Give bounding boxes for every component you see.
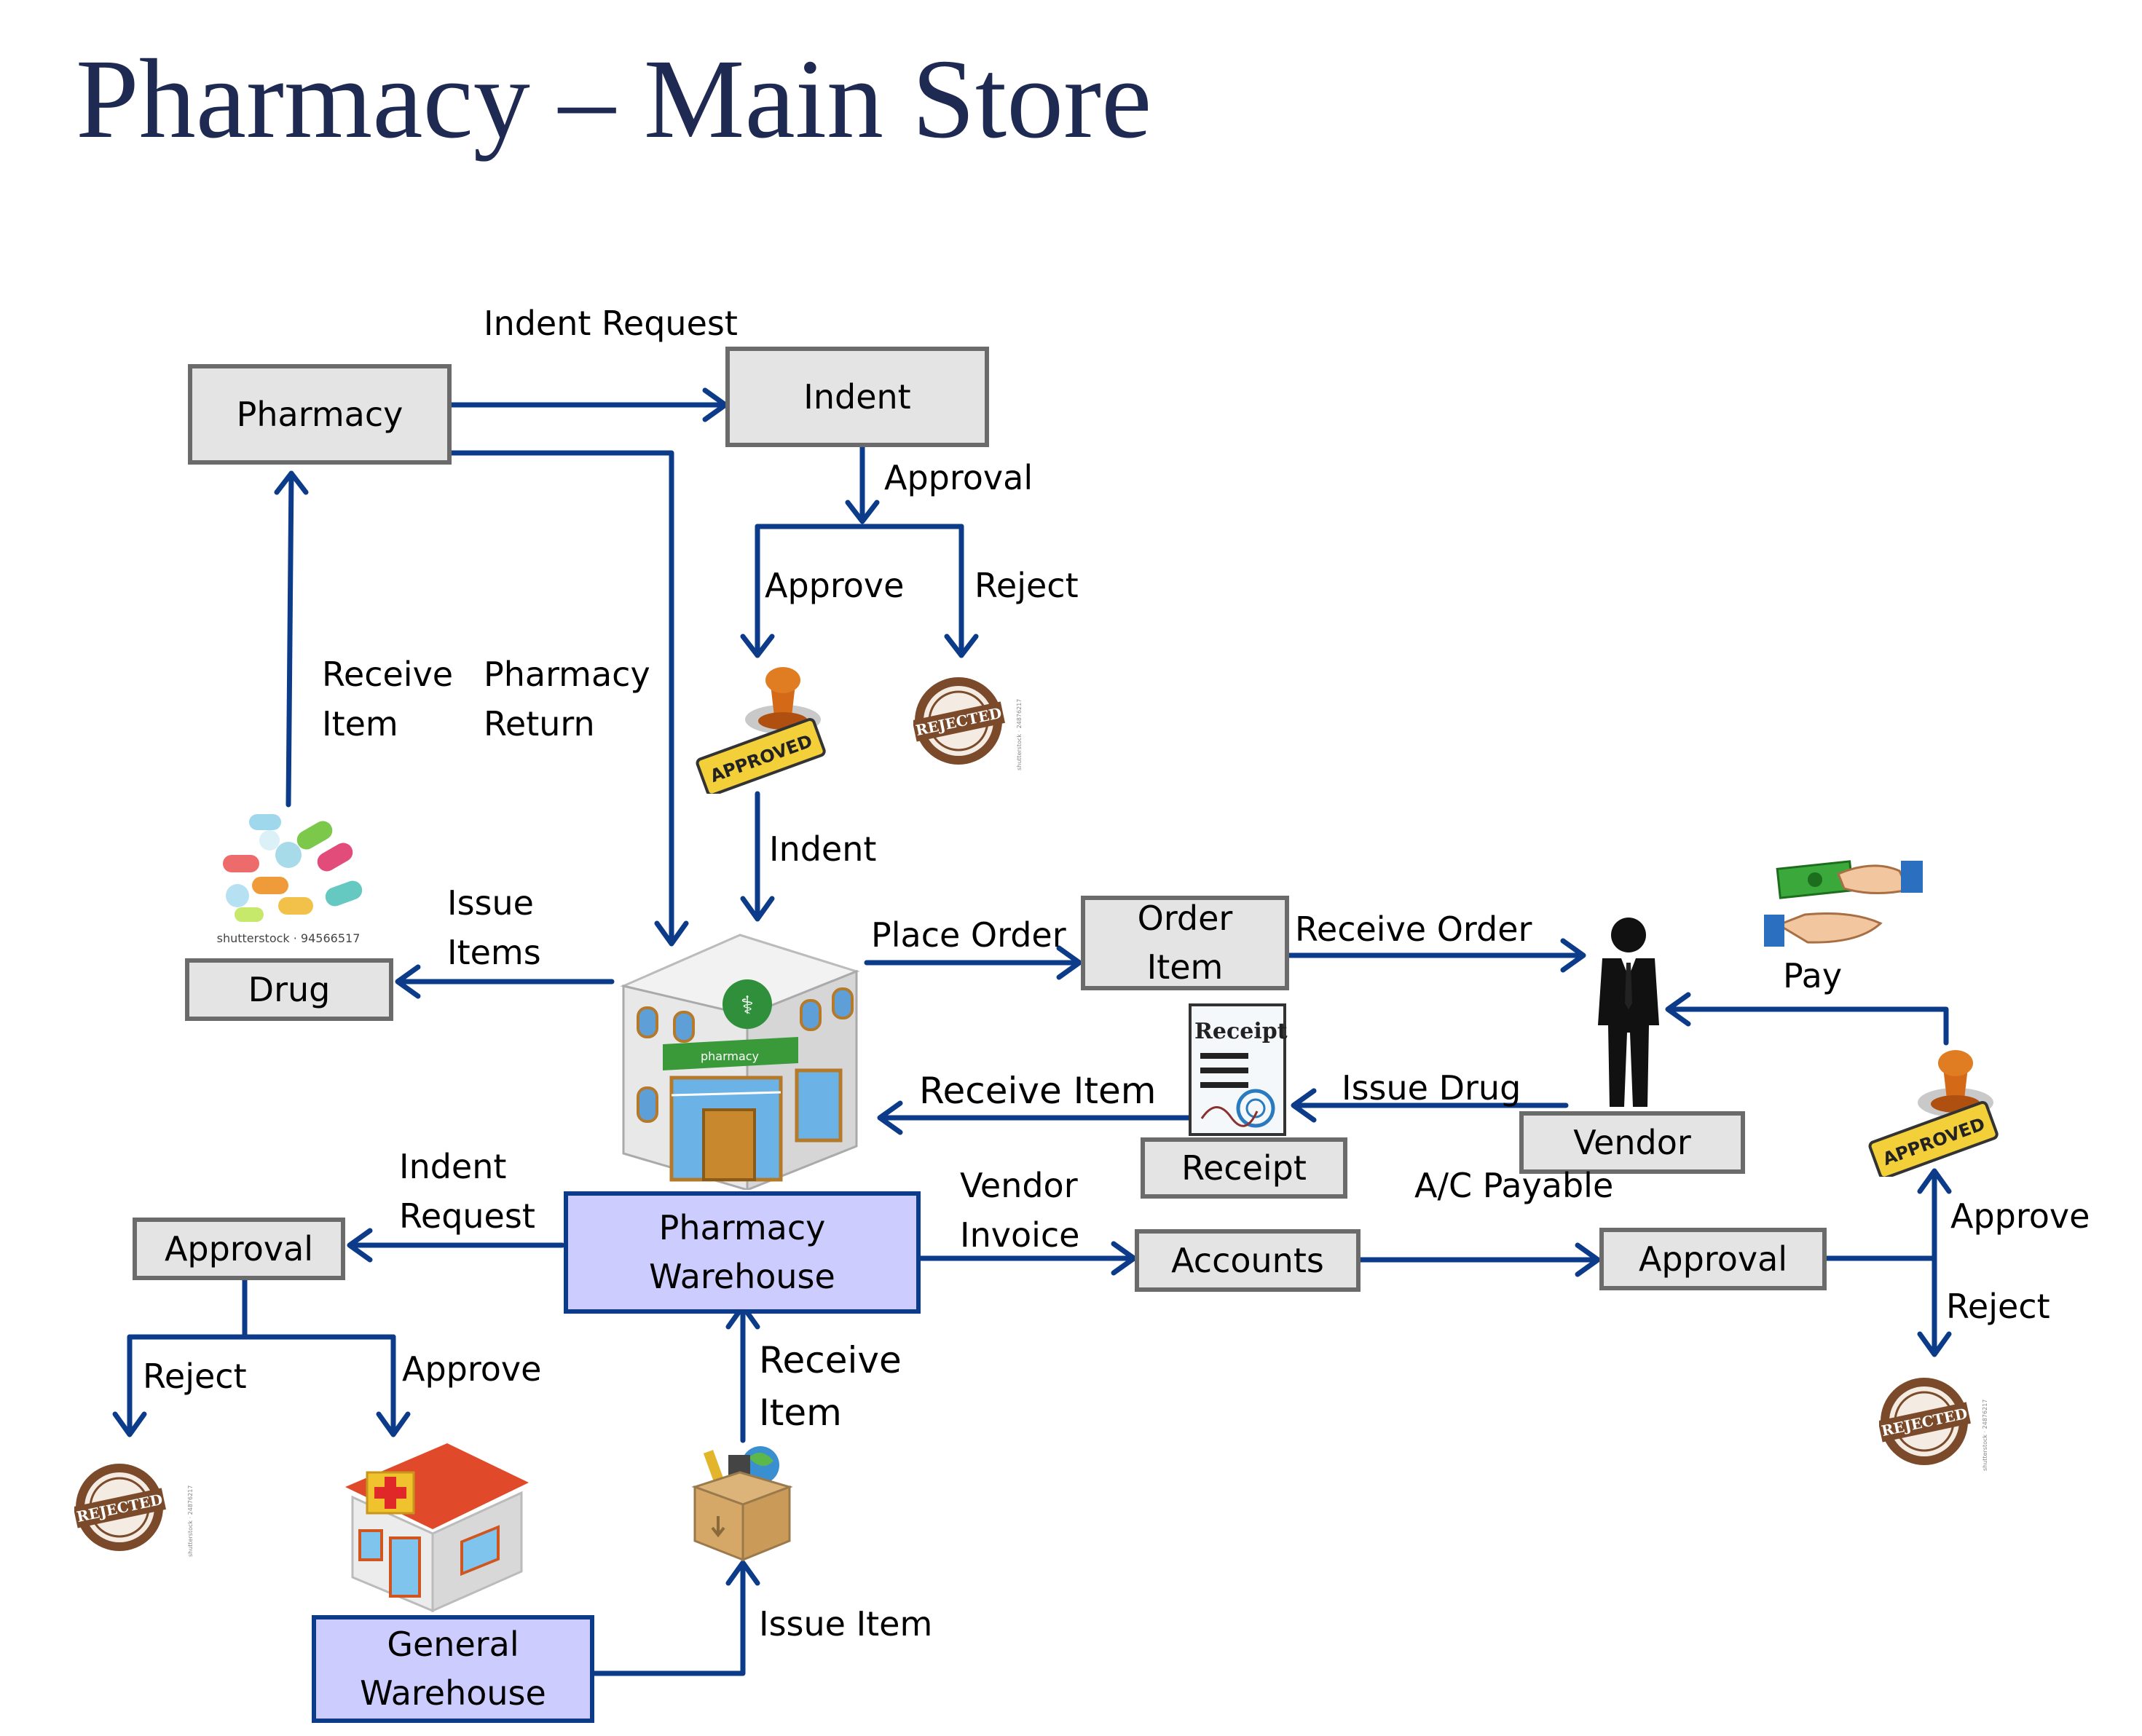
label-receive-item-left-2: Item xyxy=(322,704,398,743)
approved-stamp-right-icon: APPROVED xyxy=(1865,1038,2010,1177)
node-order-item: Order Item xyxy=(1081,896,1289,990)
rejected-stamp-watermark: shutterstock · 24876217 xyxy=(1016,699,1023,770)
arrow-pay xyxy=(1666,1006,1949,1046)
node-order-item-label-2: Item xyxy=(1146,947,1224,987)
label-indent-request-bottom-2: Request xyxy=(399,1196,535,1236)
arrow-receive-item-pharmacy xyxy=(286,470,294,808)
svg-text:⚕: ⚕ xyxy=(741,991,754,1020)
rejected-stamp-bottom-watermark: shutterstock · 24876217 xyxy=(187,1486,194,1557)
pharmacy-building-icon: ⚕ pharmacy xyxy=(602,928,878,1190)
node-general-warehouse-label-2: Warehouse xyxy=(360,1673,546,1713)
label-approval: Approval xyxy=(884,458,1033,497)
label-receive-item-bottom-1: Receive xyxy=(759,1339,902,1381)
rejected-stamp-right-watermark: shutterstock · 24876217 xyxy=(1982,1400,1988,1471)
node-approval-right-label: Approval xyxy=(1638,1239,1788,1279)
label-pharmacy-return-1: Pharmacy xyxy=(484,655,650,694)
node-accounts: Accounts xyxy=(1135,1229,1361,1292)
node-vendor: Vendor xyxy=(1519,1111,1745,1174)
label-approve-right: Approve xyxy=(1950,1196,2090,1236)
node-general-warehouse: General Warehouse xyxy=(312,1615,594,1723)
pills-watermark: shutterstock · 94566517 xyxy=(217,931,361,945)
label-reject-bottom: Reject xyxy=(143,1357,247,1396)
node-vendor-label: Vendor xyxy=(1573,1122,1691,1162)
node-pharmacy-warehouse-label-1: Pharmacy xyxy=(658,1208,826,1248)
building-sign-text: pharmacy xyxy=(701,1049,759,1063)
label-issue-items-1: Issue xyxy=(447,883,534,923)
label-indent-mid: Indent xyxy=(769,829,877,869)
label-issue-drug: Issue Drug xyxy=(1342,1068,1521,1108)
label-pay: Pay xyxy=(1783,956,1843,995)
node-accounts-label: Accounts xyxy=(1171,1240,1324,1280)
node-general-warehouse-label-1: General xyxy=(387,1625,519,1665)
label-approve-top: Approve xyxy=(765,566,905,605)
payment-hands-icon xyxy=(1757,845,1932,961)
label-indent-request-top: Indent Request xyxy=(484,304,738,343)
label-receive-item-mid: Receive Item xyxy=(919,1070,1157,1112)
label-receive-order: Receive Order xyxy=(1295,910,1532,949)
node-receipt: Receipt xyxy=(1141,1137,1347,1199)
arrow-issue-item xyxy=(590,1561,746,1676)
rejected-stamp-right-icon: REJECTED shutterstock · 24876217 xyxy=(1879,1369,2003,1478)
label-reject-top: Reject xyxy=(974,566,1079,605)
node-approval-left: Approval xyxy=(133,1218,345,1280)
receipt-heading-text: Receipt xyxy=(1194,1019,1288,1044)
rejected-stamp-icon: REJECTED shutterstock · 24876217 xyxy=(913,668,1037,778)
node-drug-label: Drug xyxy=(248,969,331,1009)
label-issue-item: Issue Item xyxy=(759,1604,933,1644)
vendor-person-icon xyxy=(1592,916,1665,1113)
node-indent-label: Indent xyxy=(803,376,911,417)
general-warehouse-building-icon xyxy=(338,1439,535,1614)
pills-icon: shutterstock · 94566517 xyxy=(208,804,376,950)
label-receive-item-bottom-2: Item xyxy=(759,1392,842,1434)
node-drug: Drug xyxy=(185,958,393,1021)
label-ac-payable: A/C Payable xyxy=(1414,1166,1614,1205)
node-pharmacy-warehouse-label-2: Warehouse xyxy=(649,1257,835,1296)
label-indent-request-bottom-1: Indent xyxy=(399,1147,507,1186)
node-indent: Indent xyxy=(725,347,989,447)
label-vendor-invoice-1: Vendor xyxy=(960,1166,1078,1205)
node-approval-right: Approval xyxy=(1599,1228,1827,1290)
page-title: Pharmacy – Main Store xyxy=(76,36,1152,162)
node-order-item-label-1: Order xyxy=(1137,899,1233,939)
rejected-stamp-bottom-icon: REJECTED shutterstock · 24876217 xyxy=(74,1455,198,1564)
receipt-icon: Receipt xyxy=(1187,1002,1289,1137)
node-receipt-label: Receipt xyxy=(1181,1148,1307,1188)
label-receive-item-left-1: Receive xyxy=(322,655,454,694)
arrow-pharmacy-return xyxy=(449,450,674,946)
label-issue-items-2: Items xyxy=(447,933,541,972)
node-pharmacy-label: Pharmacy xyxy=(236,394,403,434)
approved-stamp-icon: APPROVED xyxy=(692,655,838,794)
node-pharmacy: Pharmacy xyxy=(188,364,452,465)
label-pharmacy-return-2: Return xyxy=(484,704,595,743)
label-vendor-invoice-2: Invoice xyxy=(960,1215,1080,1255)
supply-box-icon xyxy=(688,1443,797,1563)
node-approval-left-label: Approval xyxy=(164,1228,314,1269)
label-place-order: Place Order xyxy=(871,915,1066,955)
label-approve-bottom: Approve xyxy=(402,1349,542,1389)
node-pharmacy-warehouse: Pharmacy Warehouse xyxy=(564,1191,921,1314)
label-reject-right: Reject xyxy=(1946,1287,2050,1326)
